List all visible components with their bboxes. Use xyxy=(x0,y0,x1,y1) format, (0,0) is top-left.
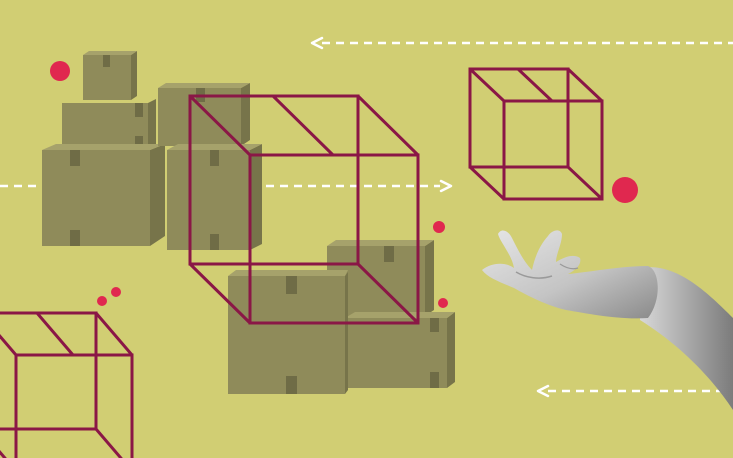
cardboard-box-icon xyxy=(42,144,165,246)
dot-icon xyxy=(433,221,445,233)
box-stack-left xyxy=(42,51,262,250)
cardboard-box-icon xyxy=(158,83,250,146)
dashed-arrow-top xyxy=(310,36,733,50)
cardboard-box-icon xyxy=(345,312,455,388)
dot-icon xyxy=(438,298,448,308)
dashed-arrow-bottom xyxy=(536,384,733,398)
dot-icon xyxy=(111,287,121,297)
dot-icon xyxy=(97,296,107,306)
dot-icon xyxy=(50,61,70,81)
wireframe-cube-small xyxy=(468,67,604,201)
hand-icon xyxy=(482,230,733,410)
cardboard-box-icon xyxy=(62,99,156,149)
cardboard-box-icon xyxy=(228,270,348,394)
cardboard-box-icon xyxy=(83,51,137,100)
wireframe-cube-bottom-left xyxy=(0,311,134,458)
wireframe-cube-large xyxy=(188,94,420,325)
box-stack-right xyxy=(228,240,455,394)
dots xyxy=(50,61,638,308)
cardboard-box-icon xyxy=(167,144,262,250)
dot-icon xyxy=(612,177,638,203)
